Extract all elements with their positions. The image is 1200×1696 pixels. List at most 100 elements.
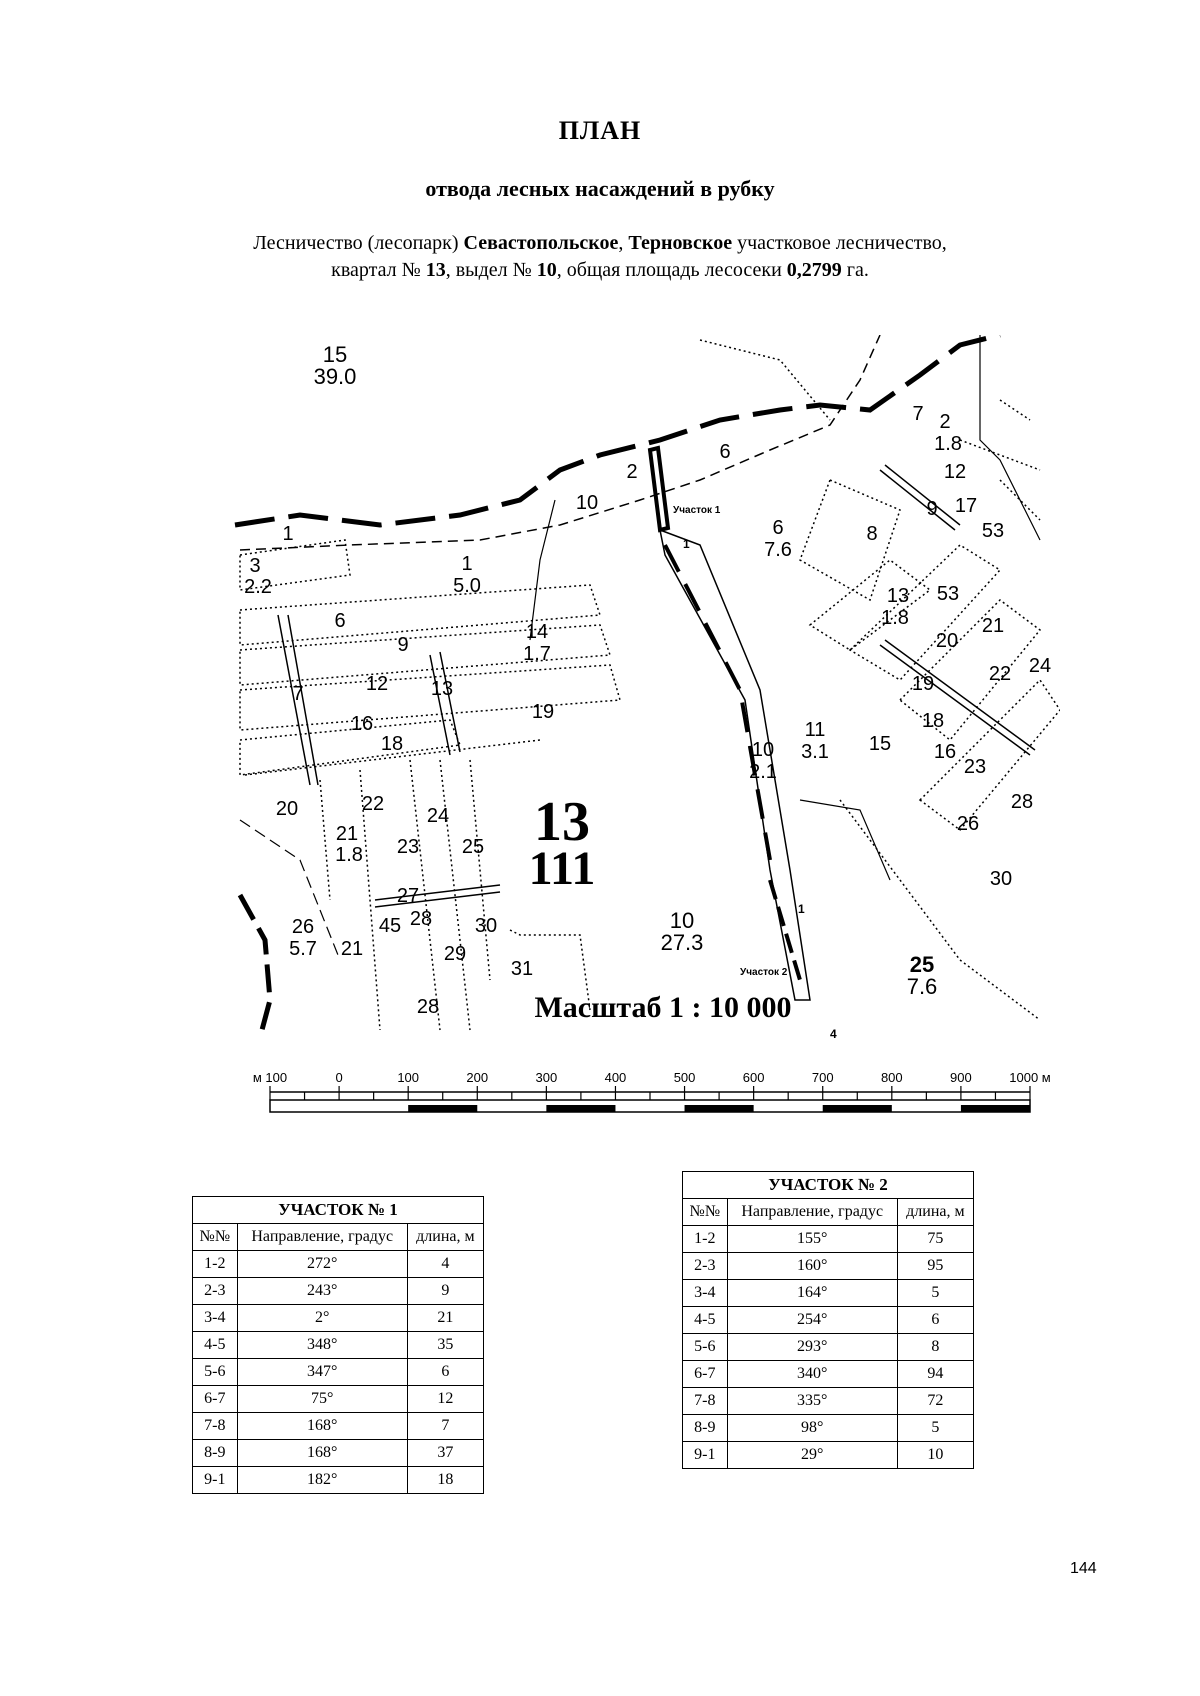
map-label: 20 [276,798,298,820]
page-subtitle: отвода лесных насаждений в рубку [425,176,775,201]
table-cell: 2° [236,1304,408,1332]
scale-tick-label: 600 [743,1070,765,1085]
scale-tick-label: 800 [881,1070,903,1085]
table-cell: 3-4 [682,1279,728,1307]
map-label: 13 [887,585,909,607]
plot-2-table: УЧАСТОК № 2 №№ Направление, градус длина… [682,1171,975,1469]
table-cell: 5-6 [682,1333,728,1361]
table-cell: 7-8 [682,1387,728,1415]
map-label: 15 [869,733,891,755]
map-label: 3.1 [801,741,829,763]
scale-tick-label: 500 [674,1070,696,1085]
map-label: 1.8 [934,433,962,455]
column-header: Направление, градус [236,1223,408,1251]
table-cell: 348° [236,1331,408,1359]
map-label: 13 [431,678,453,700]
table-cell: 272° [236,1250,408,1278]
map-label: 1.8 [881,607,909,629]
map-label: 29 [444,943,466,965]
map-label: 1 [282,523,293,545]
map-label: 16 [351,713,373,735]
table-cell: 3-4 [192,1304,238,1332]
scale-block [408,1105,478,1112]
table-cell: 6 [896,1306,975,1334]
info-text: га. [841,259,869,281]
table-cell: 4-5 [682,1306,728,1334]
table-cell: 7 [406,1412,485,1440]
table-cell: 5 [896,1414,975,1442]
scale-block [822,1105,892,1112]
info-text: , выдел № [445,259,537,281]
scale-tick-label: 700 [812,1070,834,1085]
scale-tick-label: 1000 м [1009,1070,1051,1085]
table-cell: 5-6 [192,1358,238,1386]
table-caption: УЧАСТОК № 2 [682,1171,974,1199]
map-label: 6 [719,441,730,463]
point-label: 1 [798,902,805,916]
map-label: 19 [532,701,554,723]
table-cell: 4 [406,1250,485,1278]
table-cell: 160° [726,1252,898,1280]
column-header: Направление, градус [726,1198,898,1226]
plot-1-label: Участок 1 [673,505,721,516]
map-label: 2 [939,411,950,433]
map-label: 15 [323,342,347,367]
table-cell: 8-9 [682,1414,728,1442]
scale-block [546,1105,616,1112]
map-label: 3 [249,555,260,577]
table-cell: 75° [236,1385,408,1413]
scale-block [960,1105,1030,1112]
scale-block [684,1105,754,1112]
table-cell: 29° [726,1441,898,1469]
point-label: 4 [830,1027,837,1041]
plot-2-label: Участок 2 [740,967,788,978]
map-label: 31 [511,958,533,980]
map-label: 18 [381,733,403,755]
table-cell: 155° [726,1225,898,1253]
scale-tick-label: 0 [335,1070,342,1085]
map-label: 10 [576,492,598,514]
table-cell: 1-2 [682,1225,728,1253]
table-cell: 98° [726,1414,898,1442]
map-label: 6 [772,517,783,539]
page-number: 144 [1070,1560,1097,1577]
map-label: 21 [982,615,1004,637]
map-label: 2.2 [244,576,272,598]
quarter-label: 13 [534,791,590,853]
table-cell: 8 [896,1333,975,1361]
map-label: 53 [982,520,1004,542]
table-cell: 10 [896,1441,975,1469]
scale-tick-label: 200 [466,1070,488,1085]
table-cell: 6-7 [192,1385,238,1413]
table-cell: 182° [236,1466,408,1494]
map-label: 28 [417,996,439,1018]
scale-tick-label: 300 [536,1070,558,1085]
map-label: 16 [934,741,956,763]
info-text: участковое лесничество, [732,232,947,254]
table-cell: 37 [406,1439,485,1467]
table-cell: 168° [236,1439,408,1467]
table-cell: 2-3 [682,1252,728,1280]
map-label: 28 [1011,791,1033,813]
table-cell: 5 [896,1279,975,1307]
table-cell: 9-1 [192,1466,238,1494]
info-text: , [618,232,629,254]
table-cell: 21 [406,1304,485,1332]
forest-plan-map: 15 39.0 1 3 2.2 1 5.0 6 9 14 1.7 12 13 1… [234,335,1060,1113]
map-label: 30 [990,868,1012,890]
info-text: , общая площадь лесосеки [556,259,787,281]
table-cell: 335° [726,1387,898,1415]
forestry-name: Севастопольское [463,232,619,254]
map-label: 10 [670,908,694,933]
table-cell: 243° [236,1277,408,1305]
section-number: 10 [536,259,557,281]
